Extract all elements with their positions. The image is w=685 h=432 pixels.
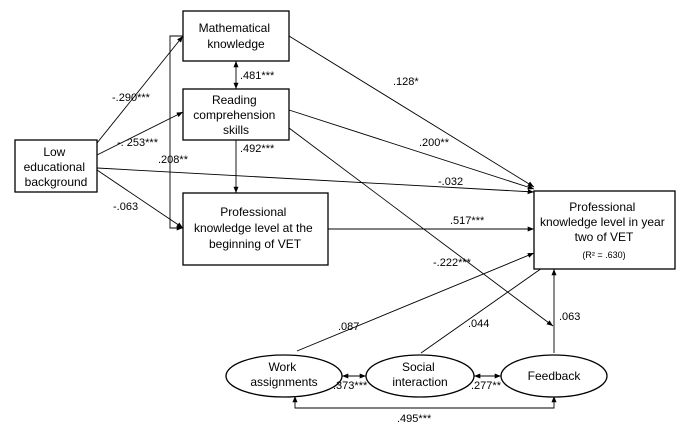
path-reading-to-pk2 xyxy=(288,109,535,190)
pk2-line-1: Professional xyxy=(569,200,635,214)
coef-math-pk-begin: .208** xyxy=(158,154,189,166)
node-pk-year-two-vet: Professional knowledge level in year two… xyxy=(533,190,676,270)
svg-text:Work assignments: Work assignments xyxy=(250,360,317,389)
feedback-label: Feedback xyxy=(528,369,582,383)
coef-math-pk2: .128* xyxy=(393,76,419,88)
path-work-to-pk2 xyxy=(296,252,535,352)
coef-feedback-pk2: .063 xyxy=(559,311,580,323)
coef-work-pk2: .087 xyxy=(338,321,359,333)
coef-reading-feedback: -.222*** xyxy=(433,257,472,269)
node-reading-comprehension: Reading comprehension skills xyxy=(182,88,290,141)
pk-begin-line-1: Professional xyxy=(220,205,286,219)
path-low-to-pk-begin xyxy=(96,169,184,229)
reading-line-2: comprehension xyxy=(193,108,275,122)
svg-text:Reading comprehension: Reading comprehension skills xyxy=(193,93,278,137)
path-math-to-pk-begin xyxy=(169,35,183,231)
coef-social-feedback: .277** xyxy=(471,380,502,392)
coef-reading-pk-begin: .492*** xyxy=(240,143,275,155)
path-low-to-reading xyxy=(96,111,184,156)
coef-work-feedback: .495*** xyxy=(397,413,432,425)
math-line-1: Mathematical xyxy=(199,21,270,35)
coef-pk-begin-pk2: .517*** xyxy=(450,215,485,227)
path-work-feedback xyxy=(292,396,557,409)
svg-text:Low educational ba: Low educational background xyxy=(24,145,89,189)
low-ed-line-1: Low xyxy=(43,145,65,159)
low-ed-line-3: background xyxy=(25,175,88,189)
social-line-1: Social xyxy=(402,360,435,374)
node-work-assignments: Work assignments xyxy=(225,354,343,398)
reading-line-3: skills xyxy=(223,123,249,137)
coef-work-social: .373*** xyxy=(333,380,368,392)
node-social-interaction: Social interaction xyxy=(365,354,475,398)
path-low-to-math xyxy=(96,35,184,144)
coefficients: .481*** .492*** -.290*** -. 253*** -.063… xyxy=(112,70,580,425)
pk-begin-line-3: beginning of VET xyxy=(209,237,302,251)
low-ed-line-2: educational xyxy=(24,160,85,174)
pk-begin-line-2: knowledge level at the xyxy=(194,221,313,235)
path-math-to-pk2 xyxy=(288,35,535,188)
coef-low-pk-begin: -.063 xyxy=(113,201,138,213)
node-feedback: Feedback xyxy=(500,354,608,398)
coef-low-reading: -. 253*** xyxy=(117,137,159,149)
pk2-line-2: knowledge level in year xyxy=(540,215,665,229)
coef-low-math: -.290*** xyxy=(112,92,151,104)
path-social-to-pk2 xyxy=(420,260,553,354)
svg-text:Social interaction: Social interaction xyxy=(392,360,447,389)
node-pk-beginning-vet: Professional knowledge level at the begi… xyxy=(182,192,329,266)
path-low-to-pk2 xyxy=(96,167,535,195)
social-line-2: interaction xyxy=(392,375,447,389)
path-reading-to-feedback xyxy=(288,127,554,327)
coef-low-pk2: -.032 xyxy=(438,176,463,188)
svg-text:Mathematical knowledge: Mathematical knowledge xyxy=(199,21,274,51)
coef-reading-pk2: .200** xyxy=(419,137,450,149)
svg-text:Professional knowledge l: Professional knowledge level at the begi… xyxy=(194,205,316,251)
svg-text:Professional knowledge l: Professional knowledge level in year two… xyxy=(540,200,668,244)
pk2-line-3: two of VET xyxy=(575,230,634,244)
coef-social-pk2: .044 xyxy=(468,318,489,330)
coef-math-reading: .481*** xyxy=(240,70,275,82)
paths xyxy=(96,35,557,409)
node-low-educational-background: Low educational background xyxy=(14,139,98,193)
work-line-2: assignments xyxy=(250,375,317,389)
reading-line-1: Reading xyxy=(212,93,257,107)
math-line-2: knowledge xyxy=(207,37,265,51)
node-mathematical-knowledge: Mathematical knowledge xyxy=(182,10,290,62)
work-line-1: Work xyxy=(268,360,297,374)
r-squared: (R² = .630) xyxy=(582,250,625,260)
